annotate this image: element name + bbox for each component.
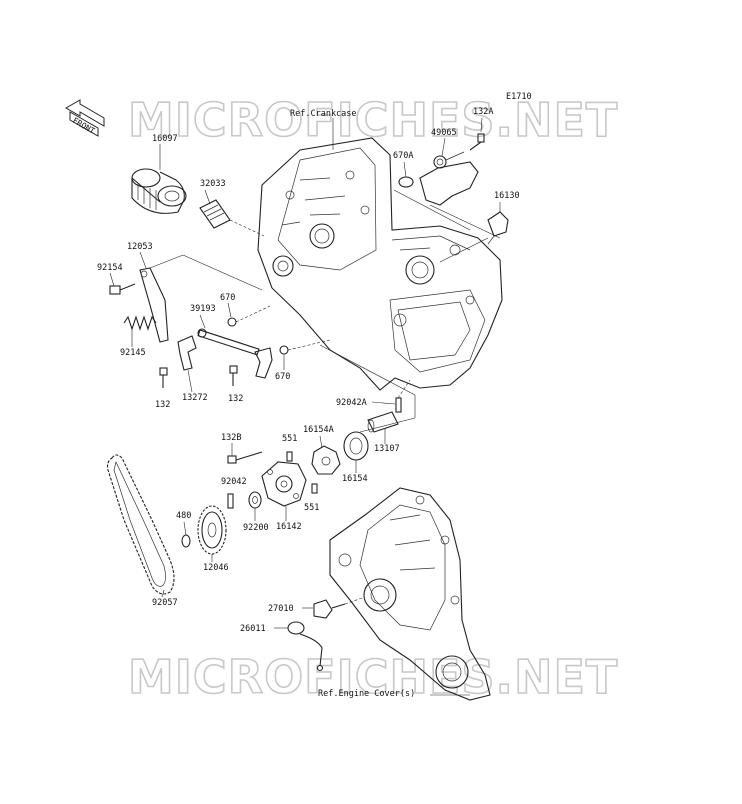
- label-92200: 92200: [243, 523, 269, 533]
- label-92042: 92042: [221, 477, 247, 487]
- spring-92145: [123, 315, 157, 331]
- label-551-upper: 551: [282, 434, 297, 444]
- leader-670A: [403, 161, 407, 178]
- crankcase-drawing: [257, 137, 503, 391]
- label-92145: 92145: [120, 348, 146, 358]
- leader-92042A: [371, 401, 396, 405]
- label-16154: 16154: [342, 474, 368, 484]
- label-32033: 32033: [200, 179, 226, 189]
- bolt-132A: [469, 133, 485, 151]
- oring-670A: [398, 176, 414, 188]
- bolt-132-mid: [229, 365, 238, 386]
- leader-670-lower-crankcase: [287, 339, 331, 351]
- watermark-bottom: MICROFICHES.NET: [128, 650, 618, 704]
- ref-crankcase: Ref.Crankcase: [290, 109, 357, 119]
- pin-551-lower: [311, 483, 318, 494]
- leader-12053-bracket: [149, 254, 184, 269]
- sleeve-13107: [367, 411, 399, 433]
- front-arrow-icon: FRONT: [64, 99, 105, 137]
- wire-26011: [287, 621, 324, 672]
- leader-670A-crankcase: [393, 189, 471, 231]
- label-16142: 16142: [276, 522, 302, 532]
- label-16097: 16097: [152, 134, 178, 144]
- circlip-480: [181, 534, 191, 548]
- washer-92200: [248, 491, 262, 509]
- label-16154A: 16154A: [303, 425, 334, 435]
- pump-body-16142: [261, 461, 307, 507]
- leader-92057: [161, 589, 165, 598]
- label-92154: 92154: [97, 263, 123, 273]
- leader-assembly-1: [319, 344, 416, 396]
- label-670-upper: 670: [220, 293, 235, 303]
- label-13107: 13107: [374, 444, 400, 454]
- diagram-code: E1710: [506, 92, 532, 102]
- leader-12053-crankcase: [182, 254, 263, 291]
- leader-480: [183, 521, 187, 536]
- label-13272: 13272: [182, 393, 208, 403]
- oring-670-upper: [227, 317, 237, 327]
- leader-670-upper-crankcase: [235, 305, 271, 323]
- label-551-lower: 551: [304, 503, 319, 513]
- leader-92154: [109, 272, 115, 287]
- switch-16130: [487, 211, 509, 245]
- leader-16154A: [319, 435, 323, 449]
- label-16130: 16130: [494, 191, 520, 201]
- leader-16130-crankcase: [439, 237, 489, 263]
- leader-49065: [441, 137, 446, 157]
- lever-drawing: [254, 347, 273, 379]
- leader-assembly-3: [359, 417, 416, 433]
- label-92042A: 92042A: [336, 398, 367, 408]
- shaft-39193: [197, 328, 260, 356]
- leader-32033-crankcase: [229, 219, 265, 237]
- plate-13272: [177, 335, 197, 371]
- engine-cover-drawing: [329, 487, 491, 701]
- leader-132A: [480, 117, 483, 133]
- chain-92057: [106, 454, 175, 595]
- label-132A: 132A: [473, 107, 493, 117]
- rotor-16154: [343, 431, 369, 461]
- label-132-mid: 132: [228, 394, 243, 404]
- label-132-left: 132: [155, 400, 170, 410]
- leader-32033: [204, 189, 211, 205]
- label-670-lower: 670: [275, 372, 290, 382]
- pin-551-upper: [286, 451, 293, 462]
- switch-27010: [313, 599, 346, 619]
- leader-39193: [199, 314, 206, 329]
- pin-92042: [227, 493, 234, 509]
- label-12053: 12053: [127, 242, 153, 252]
- label-39193: 39193: [190, 304, 216, 314]
- oring-670-lower: [279, 345, 289, 355]
- leader-12053: [139, 251, 147, 269]
- leader-27010-cover: [344, 597, 363, 605]
- leader-13272: [187, 369, 193, 393]
- bolt-132-left: [159, 367, 168, 388]
- leader-49065-crankcase: [429, 204, 501, 239]
- label-12046: 12046: [203, 563, 229, 573]
- label-26011: 26011: [240, 624, 266, 634]
- label-92057: 92057: [152, 598, 178, 608]
- leader-670-upper: [227, 302, 232, 318]
- label-670A: 670A: [393, 151, 413, 161]
- rotor-16154A: [311, 445, 341, 475]
- pin-92042A: [395, 397, 402, 413]
- label-480: 480: [176, 511, 191, 521]
- nipple-32033: [199, 199, 231, 229]
- sprocket-12046: [197, 505, 227, 555]
- ref-engine-cover: Ref.Engine Cover(s): [318, 689, 415, 699]
- cover-49065: [419, 151, 479, 206]
- chain-guide-12053: [139, 267, 169, 343]
- oil-filter-16097: [131, 168, 187, 214]
- label-49065: 49065: [431, 128, 457, 138]
- label-132B: 132B: [221, 433, 241, 443]
- label-27010: 27010: [268, 604, 294, 614]
- bolt-92154: [109, 283, 136, 295]
- bolt-132B: [227, 451, 263, 464]
